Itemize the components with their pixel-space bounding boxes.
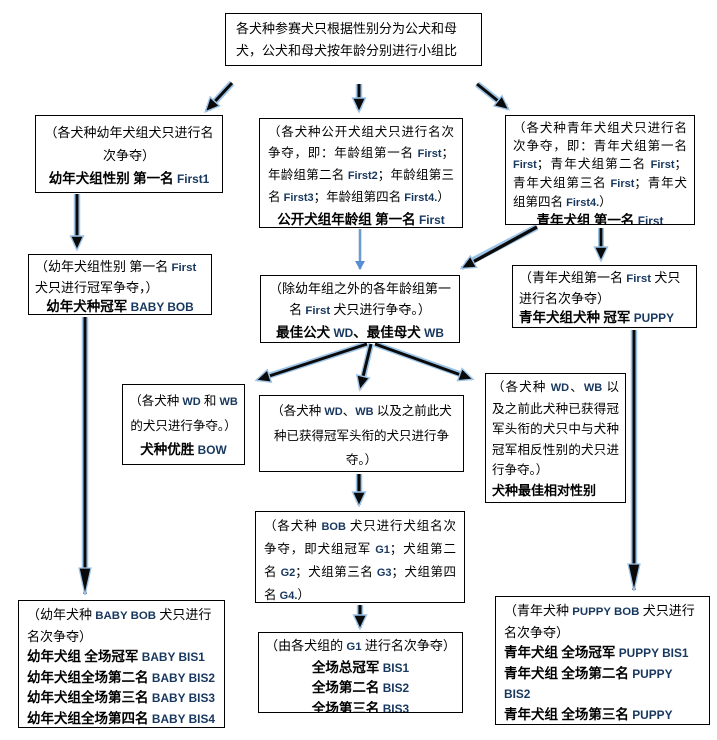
arrow-best-to-bob xyxy=(355,343,374,392)
node-puppy-group-desc: （各犬种青年犬组犬只进行名次争夺，即：青年犬组第一名 First；青年犬组第二名… xyxy=(513,121,687,209)
arrow-best-to-bow xyxy=(254,341,368,383)
node-bis-result-2: 全场第二名 BIS2 xyxy=(311,680,410,695)
node-baby-bis-desc: （幼年犬种 BABY BOB 犬只进行名次争夺） xyxy=(27,607,212,644)
node-best-wd-wb-result: 最佳公犬 WD、最佳母犬 WB xyxy=(276,325,444,340)
node-puppy-group-result: 青年犬组 第一名 First xyxy=(536,213,664,225)
node-baby-bob-desc: （幼年犬组性别 第一名 First 犬只进行冠军争夺，） xyxy=(35,259,197,295)
node-best-wd-wb-desc: （除幼年组之外的各年龄组第一名 First 犬只进行争夺。） xyxy=(268,281,451,317)
node-bos: （各犬种 WD、WB 以及之前此犬种已获得冠军头衔的犬只中与犬种冠军相反性别的犬… xyxy=(485,373,626,503)
node-baby-bob-result: 幼年犬种冠军 BABY BOB xyxy=(46,299,194,314)
node-bob: （各犬种 WD、WB 以及之前此犬种已获得冠军头衔的犬只进行争夺。） 犬种冠军 … xyxy=(259,395,464,472)
node-puppy-bis: （青年犬种 PUPPY BOB 犬只进行名次争夺） 青年犬组 全场冠军 PUPP… xyxy=(495,596,710,725)
node-baby-bis-result-4: 幼年犬组全场第四名 BABY BIS4 xyxy=(27,710,216,726)
node-baby-group-desc: （各犬种幼年犬组犬只进行名次争夺） xyxy=(44,125,214,163)
node-bis: （由各犬组的 G1 进行名次争夺） 全场总冠军 BIS1 全场第二名 BIS2 … xyxy=(258,632,463,713)
node-puppy-bob: （青年犬组第一名 First 犬只进行名次争夺） 青年犬组犬种 冠军 PUPPY… xyxy=(512,265,697,328)
node-puppy-bob-desc: （青年犬组第一名 First 犬只进行名次争夺） xyxy=(519,270,681,306)
node-bis-result-3: 全场第三名 BIS3 xyxy=(311,700,410,713)
arrow-puppy-group-to-best xyxy=(459,224,539,270)
node-puppy-bis-result-2: 青年犬组 全场第二名 PUPPY BIS2 xyxy=(504,665,673,702)
node-puppy-bis-result-3: 青年犬组 全场第三名 PUPPY BIS3 xyxy=(504,706,673,722)
node-baby-bis-result-3: 幼年犬组全场第三名 BABY BIS3 xyxy=(27,690,216,705)
node-bos-result: 犬种最佳相对性别 BOS xyxy=(492,482,597,498)
node-baby-bis-result-1: 幼年犬组 全场冠军 BABY BIS1 xyxy=(27,649,205,664)
node-puppy-group: （各犬种青年犬组犬只进行名次争夺，即：青年犬组第一名 First；青年犬组第二名… xyxy=(505,115,695,225)
arrow-root-to-puppy-group xyxy=(474,81,511,111)
node-baby-bob: （幼年犬组性别 第一名 First 犬只进行冠军争夺，） 幼年犬种冠军 BABY… xyxy=(28,254,212,315)
node-group1: （各犬种 BOB 犬只进行犬组名次争夺，即犬组冠军 G1；犬组第二名 G2；犬组… xyxy=(255,511,465,603)
node-bob-desc: （各犬种 WD、WB 以及之前此犬种已获得冠军头衔的犬只进行争夺。） xyxy=(271,404,452,467)
node-baby-bis-result-2: 幼年犬组全场第二名 BABY BIS2 xyxy=(27,669,216,685)
node-bos-desc: （各犬种 WD、WB 以及之前此犬种已获得冠军头衔的犬只中与犬种冠军相反性别的犬… xyxy=(492,380,619,477)
node-best-wd-wb: （除幼年组之外的各年龄组第一名 First 犬只进行争夺。） 最佳公犬 WD、最… xyxy=(260,275,460,343)
node-bow: （各犬种 WD 和 WB 的犬只进行争夺。） 犬种优胜 BOW xyxy=(122,384,245,465)
node-open-group-result: 公开犬组年龄组 第一名 First xyxy=(277,212,445,227)
node-bow-desc: （各犬种 WD 和 WB 的犬只进行争夺。） xyxy=(129,394,238,433)
node-group1-desc: （各犬种 BOB 犬只进行犬组名次争夺，即犬组冠军 G1；犬组第二名 G2；犬组… xyxy=(264,519,456,602)
node-open-group: （各犬种公开犬组犬只进行名次争夺，即：年龄组第一名 First；年龄组第二名 F… xyxy=(259,118,463,228)
node-root: 各犬种参赛犬只根据性别分为公犬和母犬，公犬和母犬按年龄分别进行小组比赛。 xyxy=(225,13,482,66)
node-puppy-bis-result-1: 青年犬组 全场冠军 PUPPY BIS1 xyxy=(504,645,689,660)
node-puppy-bob-result: 青年犬组犬种 冠军 PUPPY BOB xyxy=(519,310,674,325)
node-bis-result-1: 全场总冠军 BIS1 xyxy=(311,659,410,675)
node-baby-group-result: 幼年犬组性别 第一名 First1 xyxy=(48,171,210,186)
arrow-root-to-baby-group xyxy=(204,80,235,113)
node-bis-desc: （由各犬组的 G1 进行名次争夺） xyxy=(265,638,456,653)
node-baby-bis: （幼年犬种 BABY BOB 犬只进行名次争夺） 幼年犬组 全场冠军 BABY … xyxy=(18,600,225,728)
node-open-group-desc: （各犬种公开犬组犬只进行名次争夺，即：年龄组第一名 First；年龄组第二名 F… xyxy=(268,125,454,204)
arrow-best-to-bos xyxy=(373,341,475,382)
node-puppy-bis-desc: （青年犬种 PUPPY BOB 犬只进行名次争夺） xyxy=(504,603,695,640)
node-baby-group: （各犬种幼年犬组犬只进行名次争夺） 幼年犬组性别 第一名 First1 xyxy=(35,115,223,193)
node-bow-result: 犬种优胜 BOW xyxy=(140,442,227,457)
node-root-desc: 各犬种参赛犬只根据性别分为公犬和母犬，公犬和母犬按年龄分别进行小组比赛。 xyxy=(236,21,458,58)
